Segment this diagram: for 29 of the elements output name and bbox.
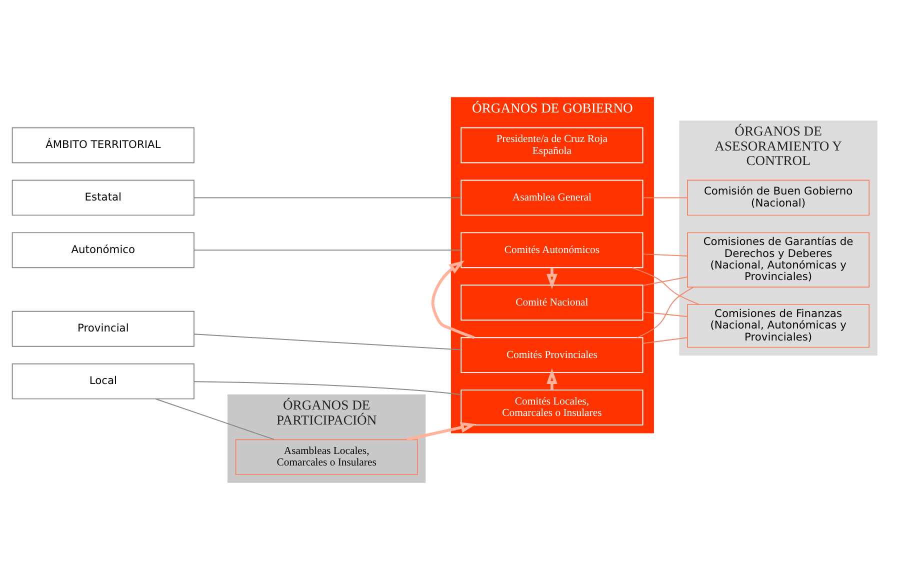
node-box: Local (12, 363, 194, 400)
connector (642, 254, 688, 256)
connector (636, 286, 694, 338)
node-box: Provincial (12, 310, 194, 347)
node-box: Comités Locales, Comarcales o Insulares (460, 390, 644, 426)
connector (194, 381, 462, 396)
connector (632, 267, 700, 306)
connector (642, 312, 688, 318)
node-box: Comisión de Buen Gobierno (Nacional) (686, 180, 870, 216)
node-box: Comisiones de Finanzas (Nacional, Autonómicas y Provinciales) (686, 304, 870, 348)
connector (194, 250, 462, 251)
node-box: Comisiones de Garantías de Derechos y Deberes (Nacional, Autonómicas y Provinciales) (686, 232, 870, 288)
connector (155, 398, 275, 440)
connector (194, 334, 462, 350)
node-box: Asambleas Locales, Comarcales o Insulares (235, 439, 418, 476)
node-box: ÁMBITO TERRITORIAL (12, 127, 194, 164)
node-box: Comité Nacional (460, 284, 644, 321)
arrow (431, 260, 475, 339)
node-box: Asamblea General (460, 180, 644, 216)
connector (642, 197, 688, 198)
node-box: Comités Autonómicos (460, 232, 644, 268)
connector (194, 197, 462, 198)
arrow (406, 422, 476, 441)
node-box: Presidente/a de Cruz Roja Española (460, 127, 644, 164)
node-box: Comités Provinciales (460, 337, 644, 374)
node-box: Estatal (12, 180, 194, 216)
connector (642, 276, 688, 286)
connector (642, 337, 688, 344)
node-box: Autonómico (12, 232, 194, 268)
